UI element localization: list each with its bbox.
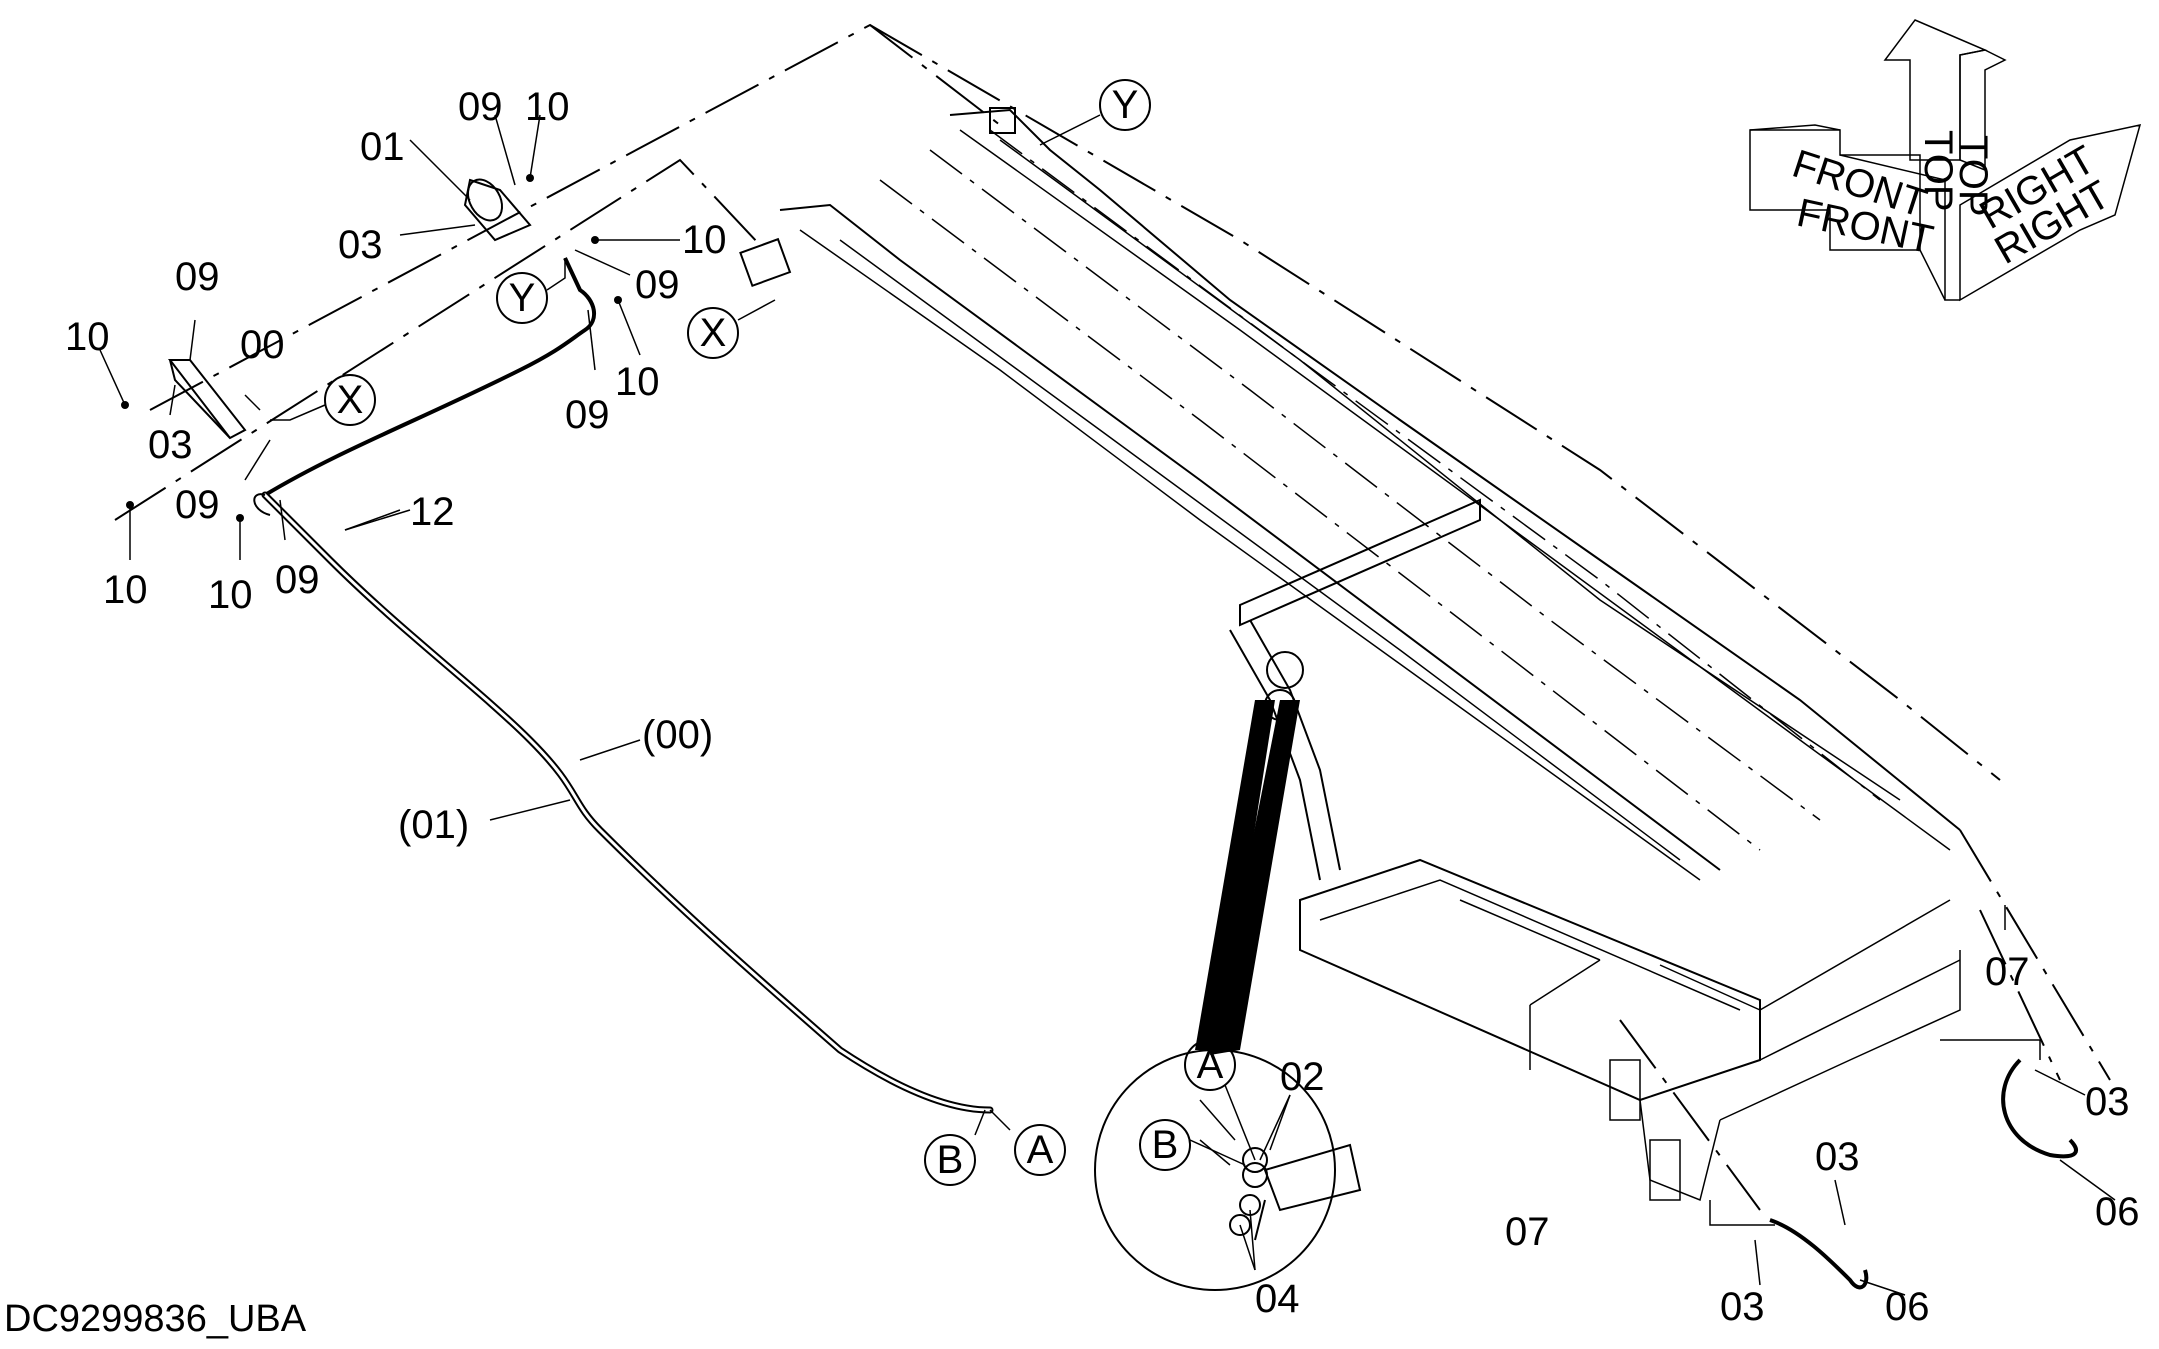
callout-a-pipe: A (1014, 1124, 1066, 1176)
part-label: 03 (148, 423, 193, 467)
svg-text:X: X (337, 378, 364, 422)
part-label: 09 (175, 255, 220, 299)
part-label: 03 (338, 223, 383, 267)
callout-b-pipe: B (924, 1134, 976, 1186)
svg-text:Y: Y (1112, 83, 1139, 127)
part-label: 10 (208, 573, 253, 617)
svg-text:B: B (937, 1138, 964, 1182)
part-label: (00) (642, 713, 713, 757)
cube-top-label: TOP (1951, 135, 1995, 217)
svg-text:Y: Y (509, 276, 536, 320)
part-label: 09 (275, 558, 320, 602)
svg-text:A: A (1027, 1128, 1054, 1172)
callout-b-detail: B (1139, 1119, 1246, 1171)
part-numbers: 01 03 09 10 10 09 09 10 09 10 00 03 09 1… (65, 85, 2140, 1329)
cube-top-label: TOP (1916, 130, 1960, 212)
svg-text:B: B (1152, 1123, 1179, 1167)
part-label: 03 (1720, 1285, 1765, 1329)
part-label: 02 (1280, 1055, 1325, 1099)
part-label: 10 (615, 360, 660, 404)
part-label: 06 (1885, 1285, 1930, 1329)
callout-y-left: Y (496, 258, 566, 324)
part-label: (01) (398, 803, 469, 847)
part-label: 10 (103, 568, 148, 612)
part-label: 06 (2095, 1190, 2140, 1234)
part-label: 09 (635, 263, 680, 307)
part-label: 07 (1985, 950, 2030, 994)
part-label: 10 (682, 218, 727, 262)
callout-y-top: Y (1039, 79, 1151, 146)
part-label: 00 (240, 323, 285, 367)
part-label: 07 (1505, 1210, 1550, 1254)
part-label: 09 (175, 483, 220, 527)
part-label: 09 (565, 393, 610, 437)
svg-text:X: X (700, 311, 727, 355)
drawing-id: DC9299836_UBA (4, 1298, 307, 1340)
orientation-cube: FRONT FRONT TOP TOP RIGHT RIGHT (1749, 19, 2142, 302)
part-label: 03 (1815, 1135, 1860, 1179)
part-label: 03 (2085, 1080, 2130, 1124)
conveyor-frame (114, 23, 2111, 1202)
pipe-assembly (167, 178, 994, 1114)
part-label: 12 (410, 490, 455, 534)
callout-a-detail: A (1184, 1039, 1256, 1161)
part-label: 04 (1255, 1277, 1300, 1321)
leader-lines (99, 114, 2116, 1296)
callout-x-top: X (687, 299, 776, 359)
callout-x-left: X (270, 374, 376, 426)
part-label: 10 (525, 85, 570, 129)
svg-text:A: A (1197, 1043, 1224, 1087)
part-label: 09 (458, 85, 503, 129)
part-label: 01 (360, 125, 405, 169)
detail-view (1094, 700, 1362, 1291)
part-label: 10 (65, 315, 110, 359)
